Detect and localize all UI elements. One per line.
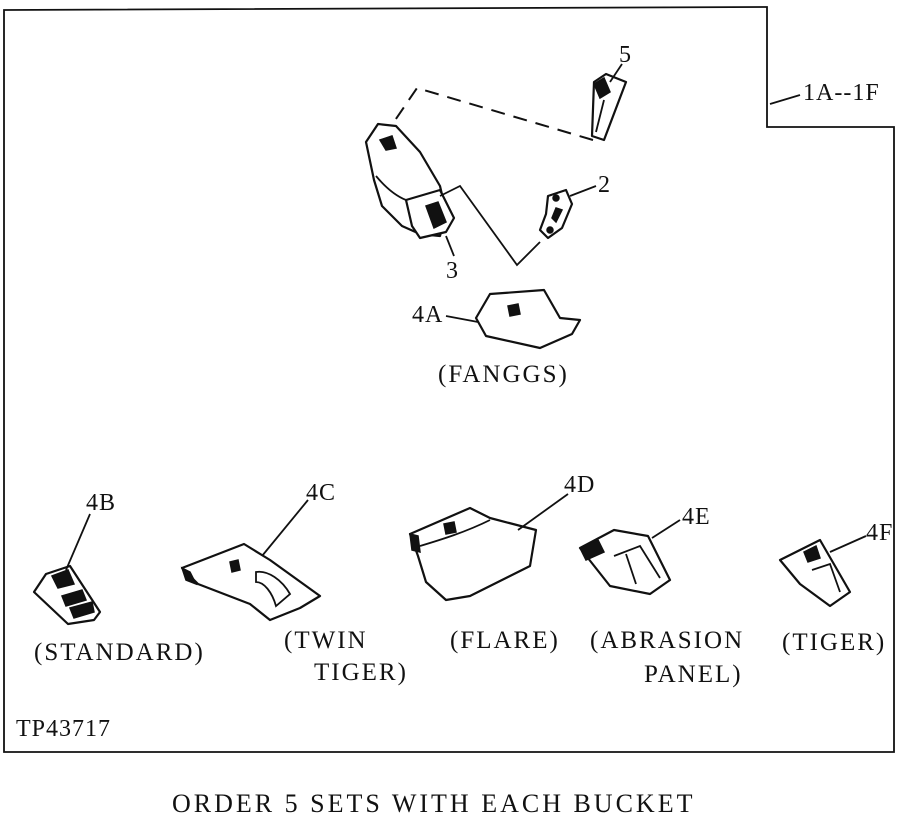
caption-tiger: (TIGER) (782, 629, 886, 656)
group-label: 1A--1F (803, 80, 880, 106)
callout-4c-leader (261, 499, 309, 557)
callout-3: 3 (446, 258, 459, 284)
callout-4d-leader (517, 493, 569, 531)
caption-standard: (STANDARD) (34, 639, 205, 666)
callout-4a-leader (445, 315, 479, 323)
callout-5: 5 (619, 42, 632, 68)
callout-5-leader (609, 63, 623, 83)
callout-4e: 4E (682, 504, 711, 530)
callout-4e-leader (651, 519, 681, 539)
part-4e-abrasion-panel-tooth (578, 528, 672, 596)
part-3-adapter (364, 122, 456, 240)
caption-fanggs: (FANGGS) (438, 361, 569, 388)
group-label-leader (769, 94, 801, 105)
part-4f-tiger-tooth (778, 538, 852, 608)
assembly-dash-line (382, 86, 594, 141)
callout-3-leader (445, 235, 455, 257)
callout-2-leader (569, 185, 597, 197)
part-4d-flare-tooth (408, 506, 538, 602)
part-5-retainer (590, 72, 628, 142)
caption-flare: (FLARE) (450, 627, 560, 654)
diagram-frame (3, 6, 895, 753)
part-3-to-lock-line (439, 184, 541, 267)
part-4a-fanggs-tooth (474, 288, 582, 350)
callout-4b-leader (65, 513, 91, 571)
part-4c-twin-tiger-tooth (180, 542, 322, 622)
callout-4d: 4D (564, 472, 595, 498)
caption-twin-tiger-line2: TIGER) (314, 659, 408, 686)
callout-4a: 4A (412, 302, 443, 328)
figure-id: TP43717 (16, 716, 111, 742)
caption-twin-tiger-line1: (TWIN (284, 627, 368, 654)
part-4b-standard-tooth (32, 564, 102, 626)
caption-abrasion-line1: (ABRASION (590, 627, 744, 654)
callout-4c: 4C (306, 480, 336, 506)
callout-2: 2 (598, 172, 611, 198)
footer-note: ORDER 5 SETS WITH EACH BUCKET (172, 789, 695, 818)
part-2-lock (538, 188, 574, 240)
callout-4b: 4B (86, 490, 116, 516)
callout-4f-leader (829, 535, 867, 553)
caption-abrasion-line2: PANEL) (644, 661, 743, 688)
callout-4f: 4F (866, 520, 893, 546)
